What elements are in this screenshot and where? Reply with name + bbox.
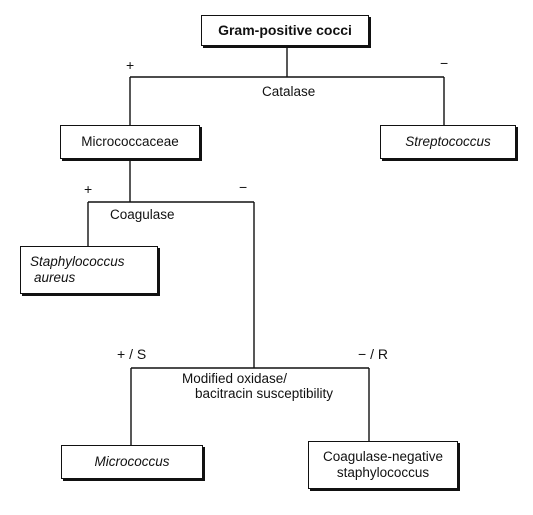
oxidase-positive-sign: + / S	[117, 346, 147, 362]
cons-line-2: staphylococcus	[336, 465, 430, 480]
staphylococcus-aureus-node-box: Staphylococcus aureus	[20, 246, 158, 294]
catalase-positive-sign: +	[126, 57, 135, 73]
streptococcus-node-label: Streptococcus	[405, 134, 491, 150]
streptococcus-node-box: Streptococcus	[380, 125, 516, 159]
oxidase-test-line-2: bacitracin susceptibility	[195, 385, 334, 401]
micrococcus-node-box: Micrococcus	[61, 445, 203, 479]
micrococcus-node-label: Micrococcus	[94, 454, 170, 470]
coagulase-positive-sign: +	[84, 181, 93, 197]
coagulase-negative-staphylococcus-node-label: Coagulase-negative staphylococcus	[323, 449, 443, 480]
staphylococcus-aureus-line-1: Staphylococcus	[30, 254, 125, 270]
oxidase-test-label: Modified oxidase/ bacitracin susceptibil…	[182, 371, 334, 402]
staphylococcus-aureus-node-label: Staphylococcus aureus	[30, 254, 125, 285]
catalase-test-label: Catalase	[262, 84, 316, 99]
staphylococcus-aureus-line-2: aureus	[34, 270, 76, 285]
oxidase-negative-sign: − / R	[358, 346, 388, 362]
cons-line-1: Coagulase-negative	[322, 449, 444, 465]
micrococcaceae-node-label: Micrococcaceae	[81, 134, 179, 150]
coagulase-test-label: Coagulase	[110, 207, 175, 222]
root-node-box: Gram-positive cocci	[201, 15, 369, 46]
catalase-negative-sign: −	[440, 55, 449, 71]
coagulase-negative-staphylococcus-node-box: Coagulase-negative staphylococcus	[308, 441, 458, 489]
coagulase-negative-sign: −	[239, 179, 248, 195]
oxidase-test-line-1: Modified oxidase/	[182, 371, 288, 386]
root-node-label: Gram-positive cocci	[218, 22, 352, 39]
micrococcaceae-node-box: Micrococcaceae	[60, 125, 200, 159]
